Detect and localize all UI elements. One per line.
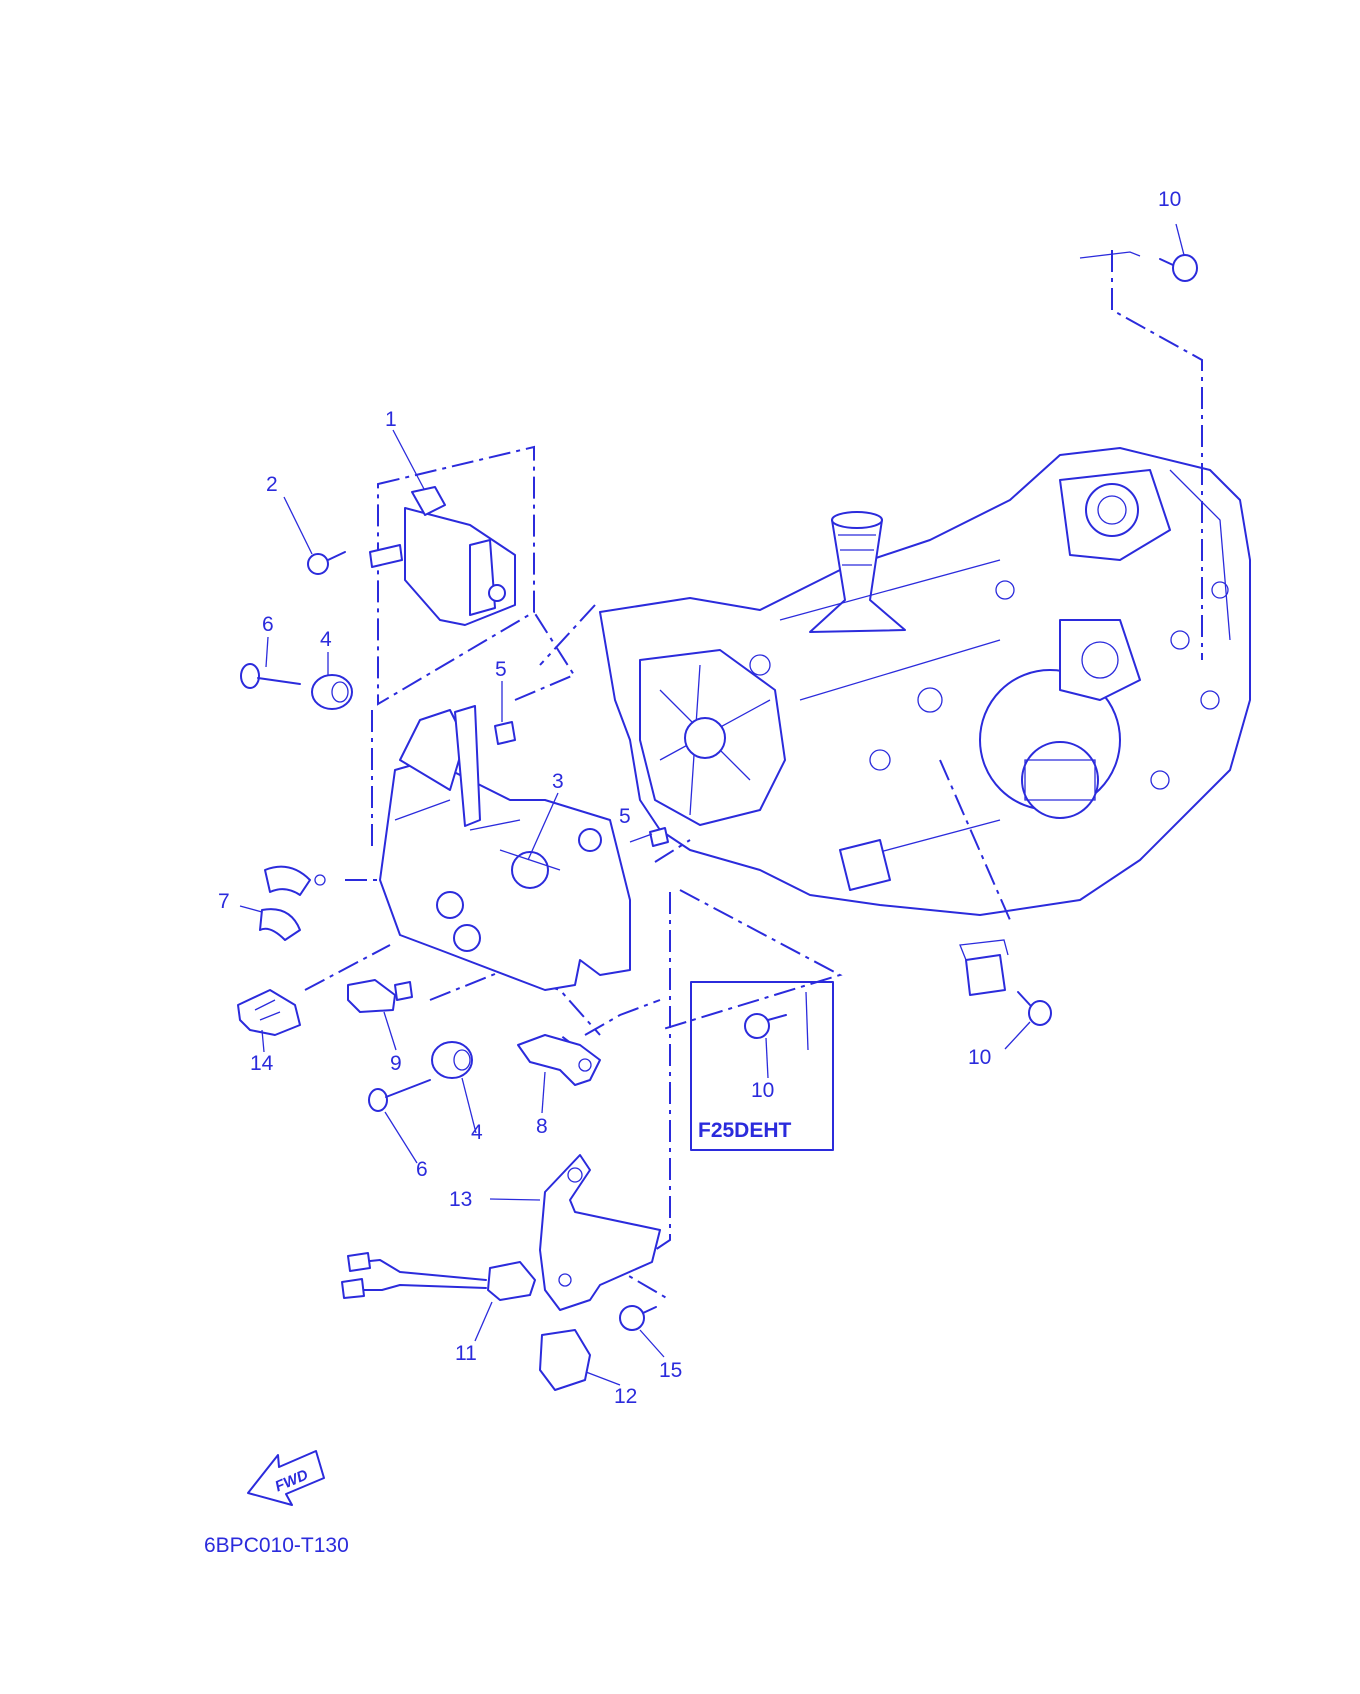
part-6-bolt-lower <box>368 1079 431 1112</box>
part-2-bolt <box>307 551 346 575</box>
part-5-collar-upper <box>494 721 516 745</box>
callout-4-upper: 4 <box>320 628 332 651</box>
variant-label: F25DEHT <box>698 1119 792 1142</box>
part-8-bracket <box>517 1034 601 1086</box>
callout-11: 11 <box>455 1342 477 1365</box>
part-12-cover <box>539 1329 591 1391</box>
callout-10-top: 10 <box>1158 188 1181 211</box>
callout-2: 2 <box>266 473 278 496</box>
callout-5-lower: 5 <box>619 805 631 828</box>
callouts: 1 2 3 4 4 5 5 6 6 7 8 9 10 10 10 11 12 1… <box>218 188 1181 1408</box>
variant-box: F25DEHT <box>690 981 834 1151</box>
part-1-ignition-coil <box>369 486 516 626</box>
callout-10-right: 10 <box>968 1046 991 1069</box>
part-10-bolt-top <box>1079 251 1198 282</box>
part-15-bolt <box>619 1305 657 1331</box>
callout-6-lower: 6 <box>416 1158 428 1181</box>
callout-12: 12 <box>614 1385 637 1408</box>
callout-4-lower: 4 <box>471 1121 483 1144</box>
callout-15: 15 <box>659 1359 682 1382</box>
part-4-grommet-lower <box>431 1041 473 1079</box>
callout-8: 8 <box>536 1115 548 1138</box>
callout-5-upper: 5 <box>495 658 507 681</box>
callout-13: 13 <box>449 1188 472 1211</box>
callout-7: 7 <box>218 890 230 913</box>
part-13-plate <box>539 1154 661 1311</box>
part-10-bolt-variant <box>744 991 809 1051</box>
callout-9: 9 <box>390 1052 402 1075</box>
part-9-clip <box>347 979 413 1013</box>
callout-1: 1 <box>385 408 397 431</box>
callout-6-upper: 6 <box>262 613 274 636</box>
part-10-bolt-right <box>1017 991 1052 1026</box>
part-11-sensor <box>341 1252 536 1301</box>
fwd-arrow-icon: FWD <box>247 1450 325 1506</box>
callout-14: 14 <box>250 1052 274 1075</box>
engine-block <box>599 447 1251 996</box>
leader-lines <box>239 223 1185 1386</box>
part-5-collar-lower <box>649 827 669 847</box>
part-6-bolt-upper <box>240 663 301 689</box>
part-3-bracket <box>379 705 631 991</box>
part-7-clamp <box>259 865 326 941</box>
callout-3: 3 <box>552 770 564 793</box>
diagram-code: 6BPC010-T130 <box>204 1534 349 1557</box>
part-4-grommet-upper <box>311 674 353 710</box>
part-14-holder <box>237 989 301 1036</box>
callout-10-variant: 10 <box>751 1079 774 1102</box>
